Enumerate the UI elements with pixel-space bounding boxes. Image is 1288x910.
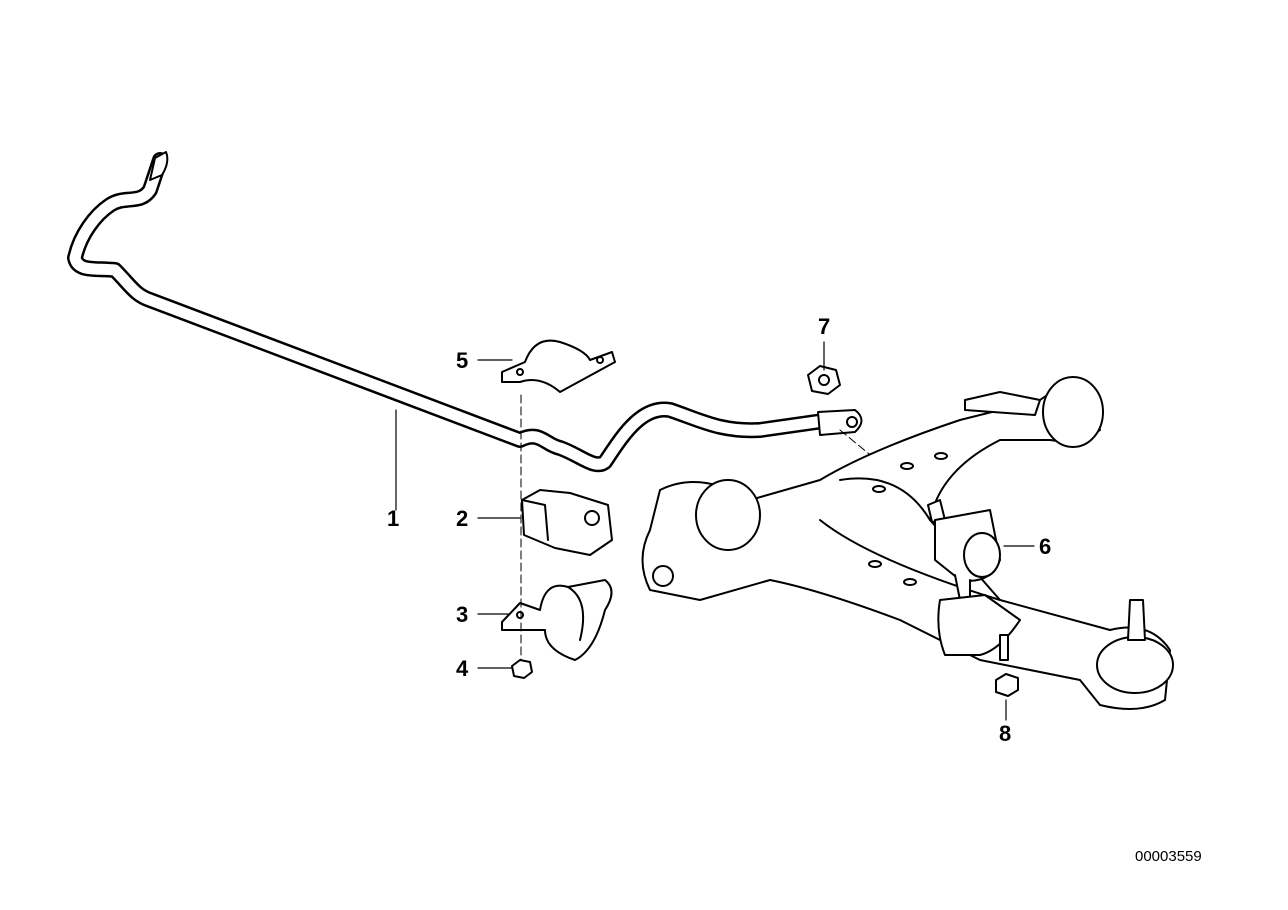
callout-5: 5 [456,348,469,373]
stabilizer-bar[interactable] [67,151,863,473]
callout-8: 8 [999,721,1012,746]
callout-7: 7 [818,314,831,339]
lower-bracket[interactable] [501,579,613,661]
callout-3: 3 [456,602,469,627]
callout-1: 1 [387,506,400,531]
nut-7[interactable] [807,365,841,395]
stabilizer-link[interactable] [927,499,1021,661]
nut-4[interactable] [511,659,533,679]
diagram-reference-number: 00003559 [1135,848,1202,865]
callout-2: 2 [456,506,469,531]
nut-8[interactable] [995,673,1019,697]
control-arm[interactable] [641,376,1174,710]
upper-bracket[interactable] [501,339,616,393]
callout-4: 4 [456,656,469,681]
rubber-mounting[interactable] [521,489,613,556]
callout-6: 6 [1039,534,1052,559]
leader-lines [395,341,1035,721]
